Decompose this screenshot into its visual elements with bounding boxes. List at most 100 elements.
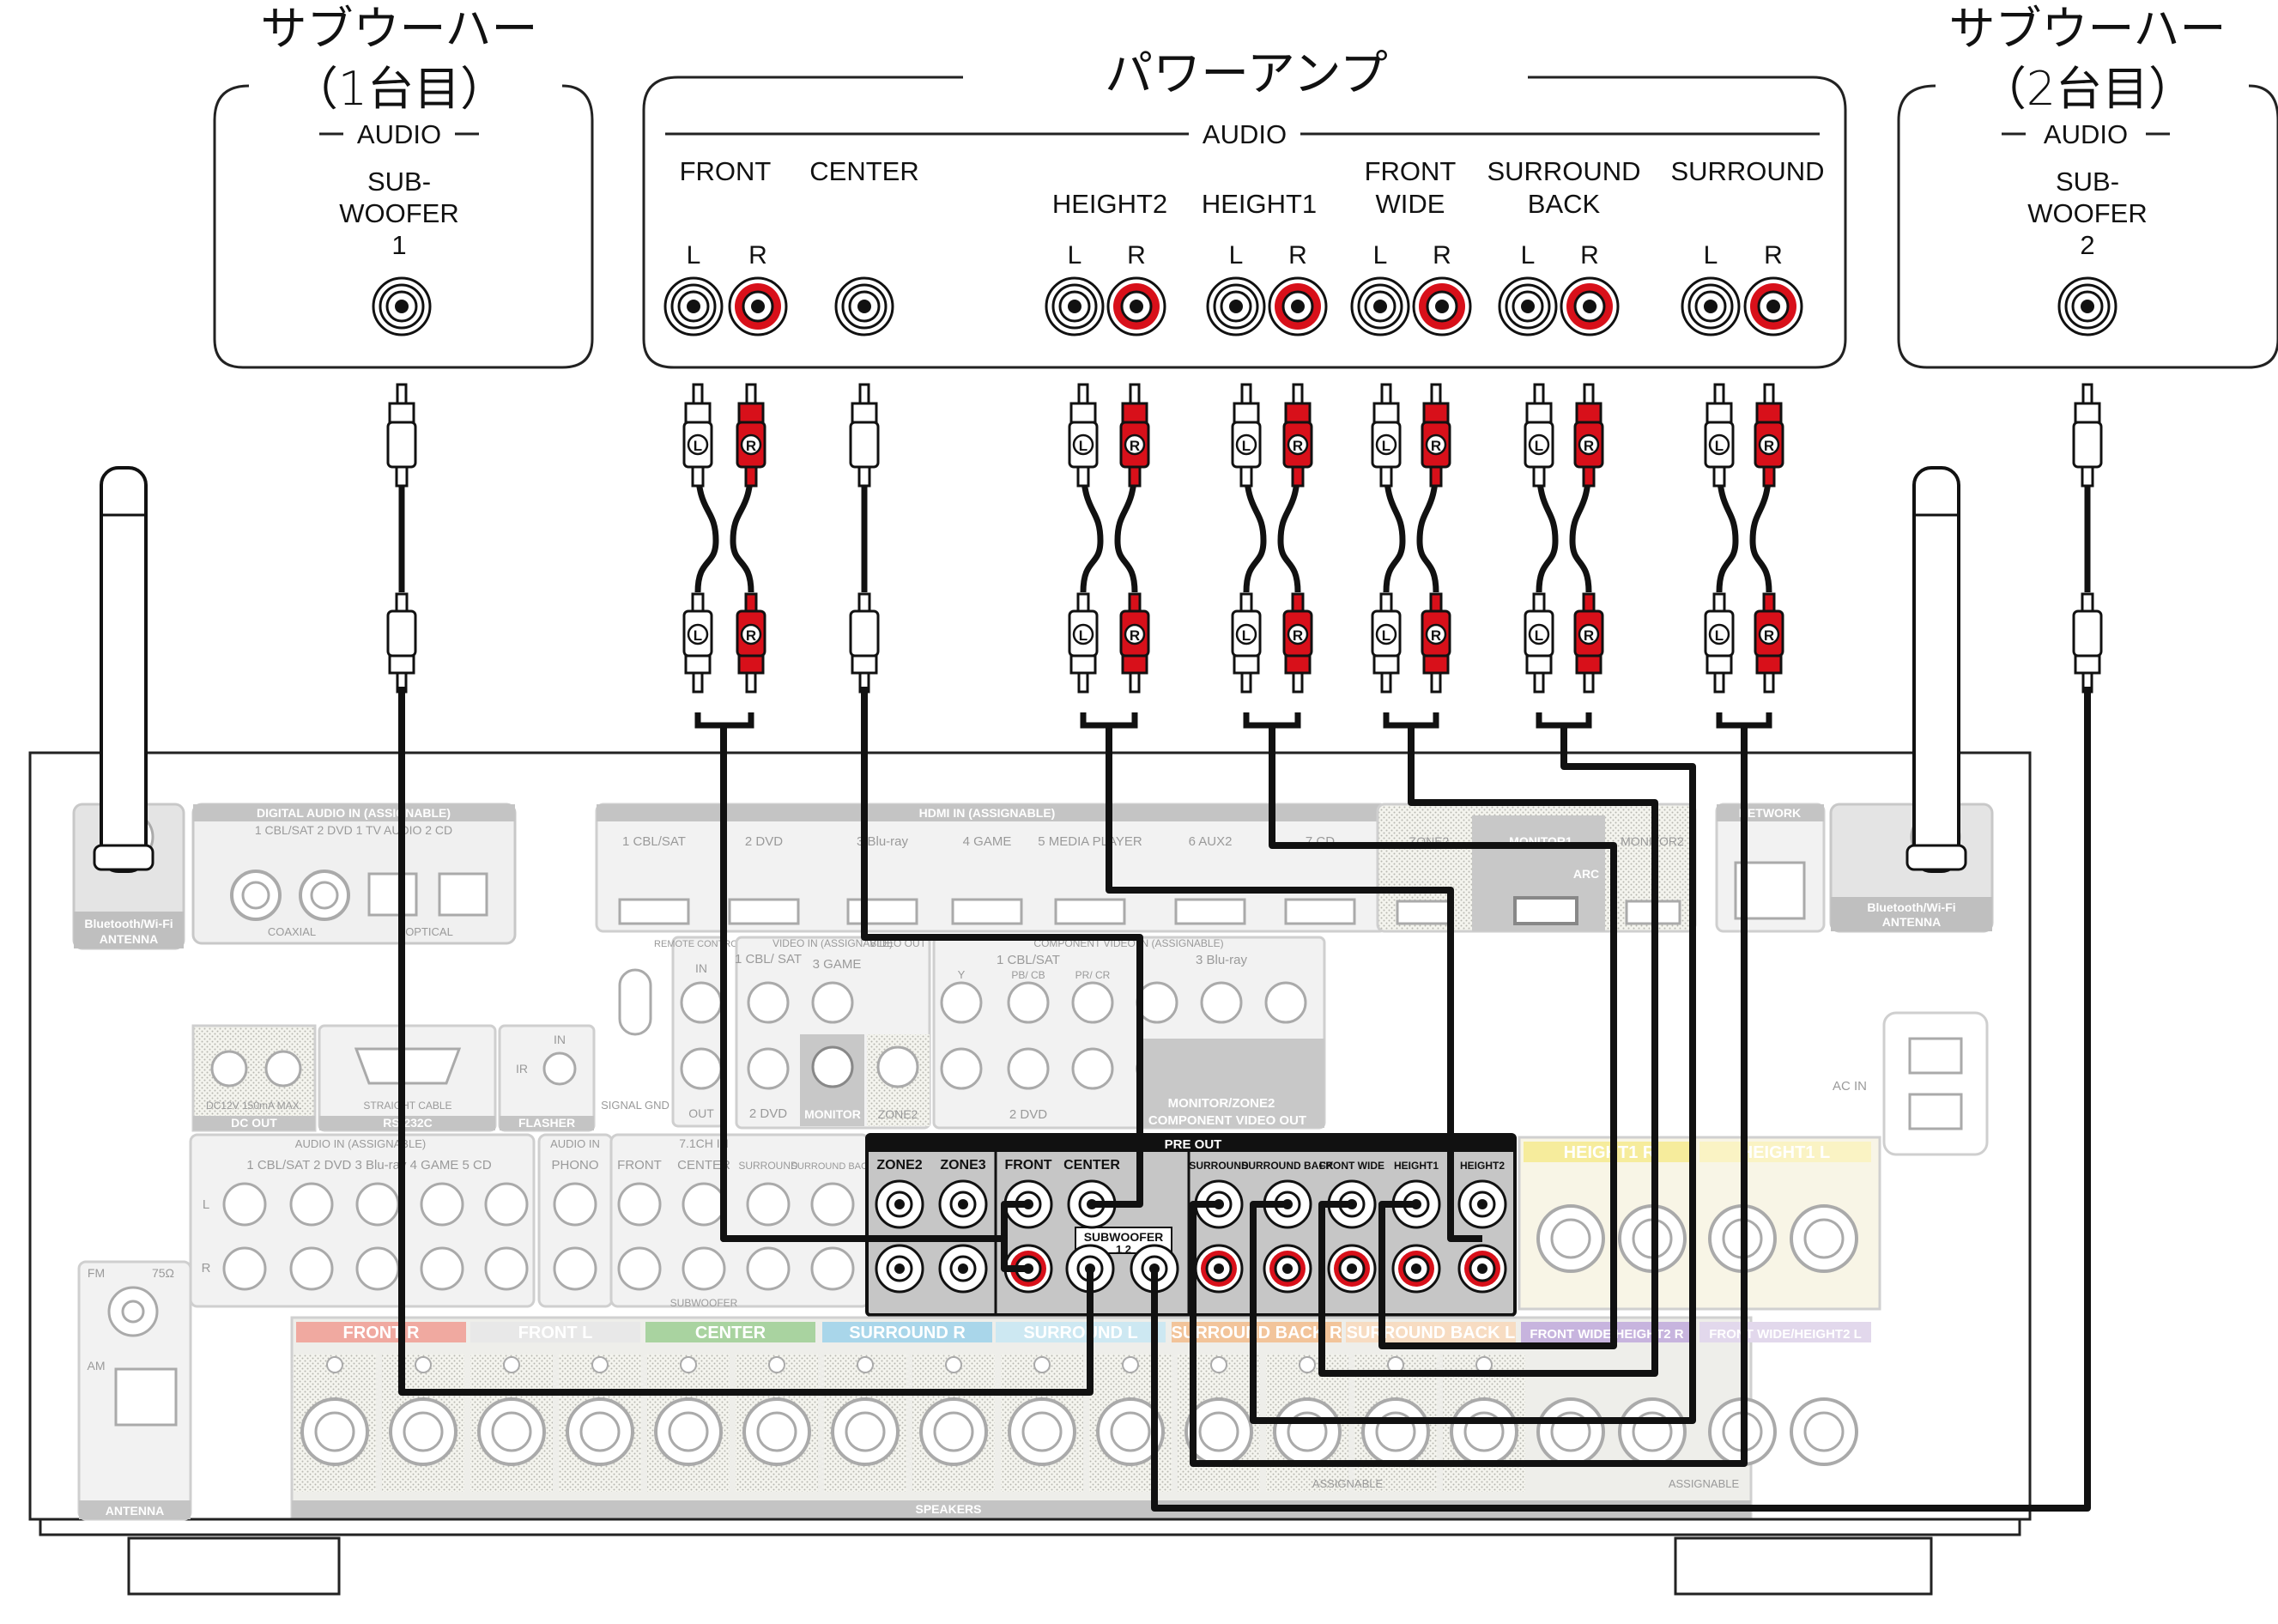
component-in-1: 1 CBL/SAT [997,953,1060,967]
amp-ch4-L-jack[interactable] [1350,276,1410,336]
pre-out-jack-6-R[interactable] [1327,1244,1377,1294]
amp-ch4-L-label: L [1373,241,1388,270]
amp-ch5-L-jack[interactable] [1498,276,1558,336]
amp-ch5-label-1: SURROUND [1487,156,1640,186]
pre-out-label-2: FRONT [1004,1158,1051,1173]
sub1-label-1: SUB- [367,167,431,197]
pre-out-jack-8-L[interactable] [1457,1179,1507,1229]
connection-wires [398,687,2091,1512]
amp-ch3-R-jack[interactable] [1268,276,1328,336]
plug-bottom-4-R-mark: R [1584,627,1594,644]
wire-0 [398,687,1094,1396]
video-in-label: VIDEO IN (ASSIGNABLE) [772,937,893,949]
hdmi-input-label-1: 2 DVD [745,834,783,849]
remote-control-label: REMOTE CONTROL [654,939,743,949]
amp-ch6-L-label: L [1704,241,1718,270]
amp-ch2-R-label: R [1127,241,1146,270]
speaker-tab-7: FRONT WIDE/HEIGHT2 R [1530,1327,1683,1342]
sub2-label-3: 2 [2080,230,2094,260]
audio-in-r-marker: R [202,1261,211,1276]
amp-ch6-L-jack[interactable] [1681,276,1741,336]
amp-ch5-R-jack[interactable] [1560,276,1620,336]
amp-ch6-R-label: R [1764,241,1783,270]
pre-out-jack-1-L[interactable] [938,1179,988,1229]
plug-top-1-L: L [1068,383,1099,488]
amp-ch1-jack[interactable] [834,276,894,336]
speakers-label: SPEAKERS [915,1502,981,1516]
ch71-in-label: 7.1CH IN [679,1136,729,1150]
plug-bottom-4-L-mark: L [1535,627,1543,644]
pre-out-jack-1-R[interactable] [938,1244,988,1294]
pre-out-jack-4-R[interactable] [1194,1244,1244,1294]
coaxial-label: COAXIAL [268,925,316,938]
wifi-antenna-left [93,466,154,873]
plug-bottom-0-L-mark: L [694,627,702,644]
plug-top-3-L-mark: L [1382,438,1390,454]
plug-bottom-0-R-mark: R [746,627,756,644]
wire-6 [1318,725,1658,1377]
remote-out-label: OUT [688,1106,714,1120]
amp-ch0-R-jack[interactable] [728,276,788,336]
remote-in-label: IN [695,961,707,975]
amp-ch5-L-label: L [1521,241,1536,270]
sub1-title-line1: サブウーハー [261,2,538,56]
plug-bottom-5-L-mark: L [1715,627,1724,644]
wire-8 [1190,725,1748,1467]
audio-in-l-marker: L [203,1197,209,1212]
pre-out-label-1: ZONE3 [940,1158,985,1173]
sub2-label-1: SUB- [2056,167,2119,197]
plug-top-0-L: L [682,383,713,488]
amp-ch2-L-label: L [1068,241,1082,270]
sub2-audio-label: AUDIO [2044,119,2128,149]
speaker-tab-1: FRONT L [518,1324,593,1342]
pre-out-jack-8-R[interactable] [1457,1244,1507,1294]
hdmi-input-label-4: 5 MEDIA PLAYER [1038,834,1142,849]
flasher-label: FLASHER [518,1116,575,1130]
component-in-2: 2 DVD [1009,1107,1047,1122]
amp-ch4-R-jack[interactable] [1412,276,1472,336]
pre-out-label-3: CENTER [1063,1158,1120,1173]
plug-top-5-L: L [1704,383,1735,488]
plug-top-1-L-mark: L [1079,438,1088,454]
height1-tab-l: HEIGHT1 L [1741,1143,1830,1162]
wire-9 [1151,687,2091,1512]
pre-out-jack-5-R[interactable] [1263,1244,1312,1294]
antenna-right-label-2: ANTENNA [1882,915,1941,929]
plug-top-3-R: R [1421,383,1451,488]
rs232c-label: RS-232C [383,1116,433,1130]
sub2-jack[interactable] [2057,276,2117,336]
ir-label: IR [516,1062,528,1076]
plug-top-4-L-mark: L [1535,438,1543,454]
plug-bottom-5-R-mark: R [1764,627,1774,644]
plug-bottom-sub2 [2072,592,2103,694]
amp-ch3-L-jack[interactable] [1206,276,1266,336]
receiver-foot-left [127,1536,341,1596]
ch71-sback: SURROUND BACK [791,1161,875,1172]
amp-ch3-L-label: L [1229,241,1244,270]
flasher-in-label: IN [554,1033,566,1046]
plug-top-1-R: R [1119,383,1150,488]
amp-ch5-label-2: BACK [1528,189,1601,219]
sub1-audio-label: AUDIO [357,119,441,149]
pre-out-jack-0-R[interactable] [875,1244,924,1294]
monitor-video-label: MONITOR [804,1107,861,1121]
digital-audio-inputs: 1 CBL/SAT 2 DVD 1 TV AUDIO 2 CD [255,823,452,837]
pre-out-jack-0-L[interactable] [875,1179,924,1229]
hdmi-input-label-5: 6 AUX2 [1189,834,1233,849]
antenna-right-label-1: Bluetooth/Wi-Fi [1867,900,1955,914]
amp-ch2-R-jack[interactable] [1106,276,1166,336]
amp-ch0-L-jack[interactable] [663,276,724,336]
amp-ch2-L-jack[interactable] [1045,276,1105,336]
pre-out-jack-7-R[interactable] [1391,1244,1441,1294]
plug-bottom-2-R-mark: R [1293,627,1303,644]
plug-top-sub2 [2072,383,2103,488]
sub1-jack[interactable] [372,276,432,336]
amp-ch6-R-jack[interactable] [1743,276,1803,336]
pre-out-subwoofer-nums: 1 2 [1116,1243,1131,1256]
plug-bottom-1-R: R [1119,592,1150,694]
straight-cable-label: STRAIGHT CABLE [363,1100,451,1112]
plug-top-center [849,383,880,488]
plug-top-2-R: R [1282,383,1313,488]
